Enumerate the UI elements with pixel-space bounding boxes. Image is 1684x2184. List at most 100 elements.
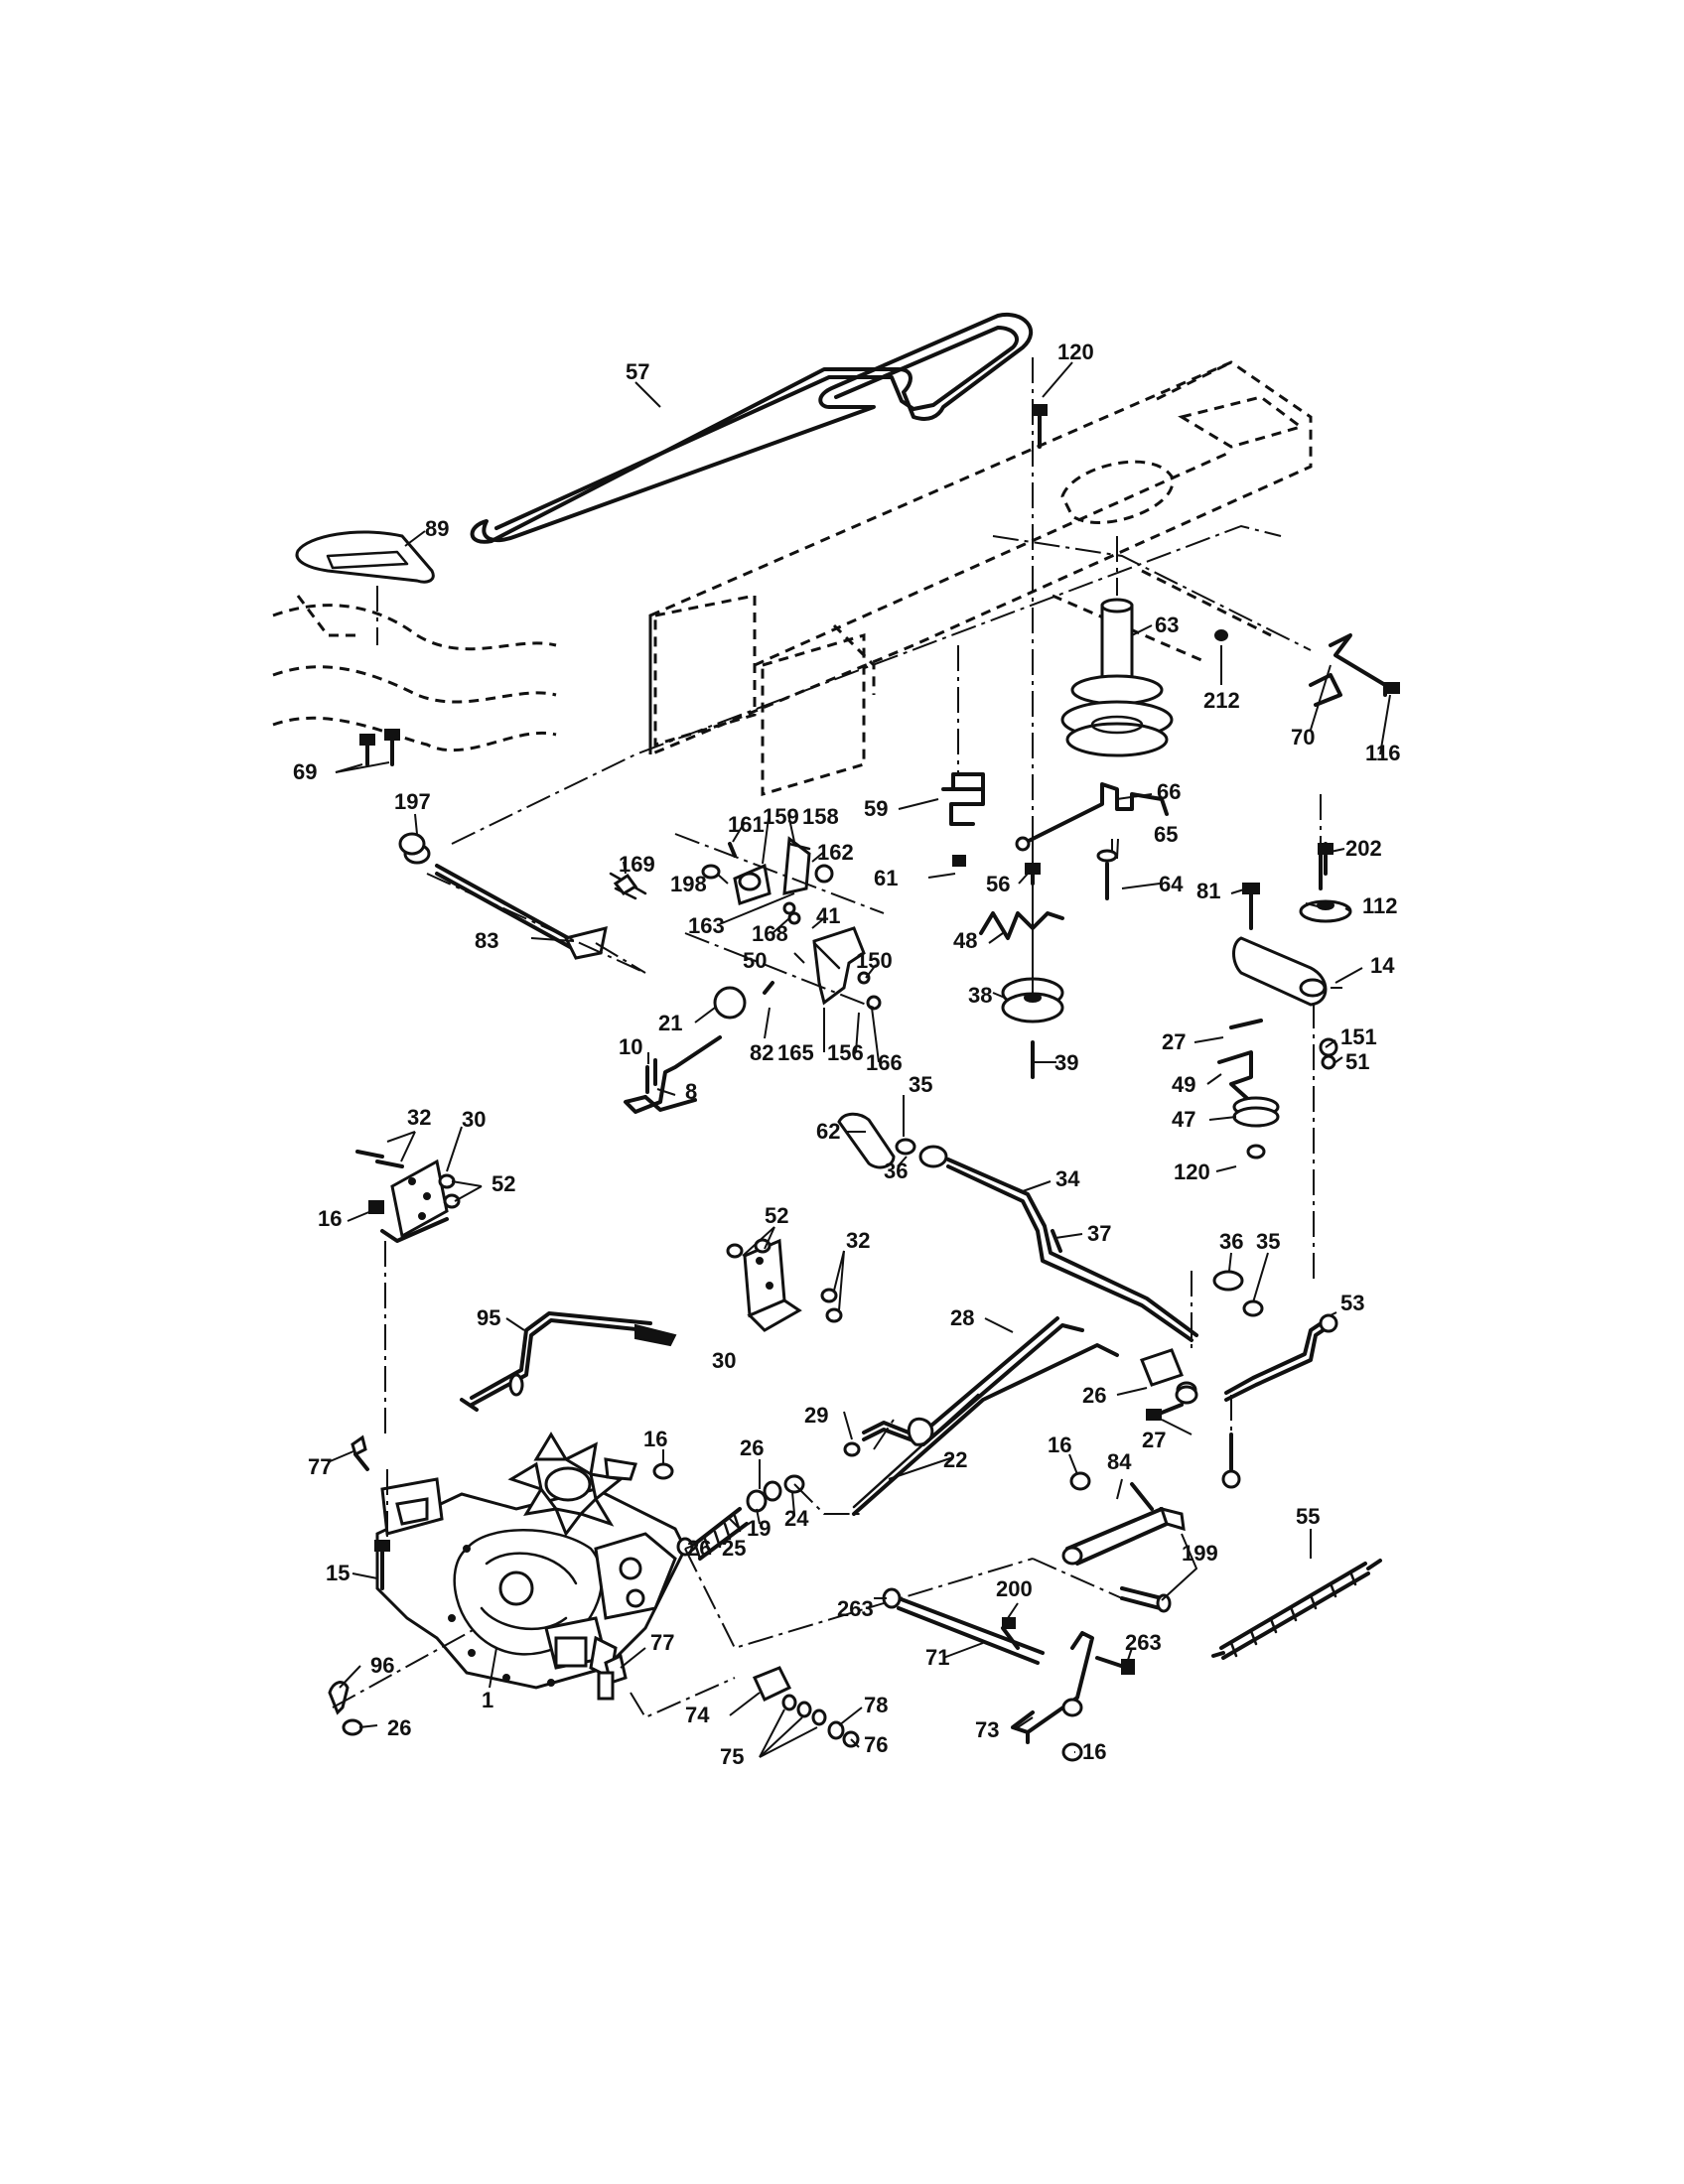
- callout-30-upper: 30: [462, 1107, 486, 1132]
- callout-36-upper: 36: [884, 1159, 908, 1183]
- callout-83: 41: [816, 903, 840, 928]
- callout-61: 61: [874, 866, 898, 890]
- callout-8: 8: [685, 1079, 697, 1104]
- callout-95: 95: [477, 1305, 500, 1330]
- callout-39: 39: [1054, 1050, 1078, 1075]
- callout-64: 64: [1159, 872, 1184, 896]
- callout-28: 28: [950, 1305, 974, 1330]
- callout-16-rod: 16: [1048, 1433, 1071, 1457]
- callout-35-upper: 35: [909, 1072, 932, 1097]
- callout-202: 202: [1345, 836, 1382, 861]
- bracket-plate-30-upper[interactable]: [355, 1150, 461, 1439]
- callout-166: 166: [866, 1050, 903, 1075]
- callout-38: 38: [968, 983, 992, 1008]
- callout-112: 163: [688, 913, 725, 938]
- callout-32-upper: 32: [407, 1105, 431, 1130]
- callout-263-left: 263: [837, 1596, 874, 1621]
- callout-30-lower: 30: [712, 1348, 736, 1373]
- shift-rod-95[interactable]: [460, 1311, 677, 1412]
- callout-200: 200: [996, 1576, 1033, 1601]
- callout-36-lower: 36: [1219, 1229, 1243, 1254]
- callout-22: 22: [943, 1447, 967, 1472]
- callout-35-lower: 35: [1256, 1229, 1280, 1254]
- idler-arm-66[interactable]: [1015, 782, 1169, 852]
- cross-shaft-34[interactable]: [837, 1112, 1264, 1399]
- callout-163: 50: [743, 948, 767, 973]
- callout-77-upper: 77: [308, 1454, 332, 1479]
- bracket-59[interactable]: [941, 772, 985, 826]
- callout-52-lower: 52: [765, 1203, 788, 1228]
- rod-22[interactable]: [852, 1343, 1119, 1516]
- spring-70[interactable]: [1309, 633, 1400, 707]
- transaxle-hardware[interactable]: [328, 1434, 674, 1736]
- callout-16-bracket: 16: [1082, 1739, 1106, 1764]
- shift-lever-8[interactable]: [624, 986, 747, 1114]
- callout-16-transaxle: 16: [643, 1427, 667, 1451]
- callout-57: 57: [626, 359, 649, 384]
- callout-120-lower: 120: [1174, 1160, 1210, 1184]
- callout-151: 151: [1340, 1024, 1377, 1049]
- callout-63: 63: [1155, 613, 1179, 637]
- idler-bracket-41[interactable]: [979, 911, 1064, 940]
- transaxle-1[interactable]: [375, 1432, 687, 1690]
- callout-75: 75: [720, 1744, 744, 1769]
- callout-25: 25: [722, 1536, 746, 1561]
- callout-84: 84: [1107, 1449, 1132, 1474]
- callout-21: 21: [658, 1011, 682, 1035]
- callout-10: 10: [619, 1034, 642, 1059]
- callout-77-lower: 77: [650, 1630, 674, 1655]
- extension-spring-55[interactable]: [1211, 1559, 1382, 1660]
- callout-73: 73: [975, 1717, 999, 1742]
- callout-156: 156: [827, 1040, 864, 1065]
- callout-1: 1: [482, 1688, 493, 1712]
- shift-rod-81[interactable]: [403, 843, 646, 974]
- callout-168: 150: [856, 948, 893, 973]
- callout-197: 197: [394, 789, 431, 814]
- callout-81: 83: [475, 928, 498, 953]
- pedal-pad-89[interactable]: [295, 530, 435, 645]
- callout-49: 49: [1172, 1072, 1195, 1097]
- leader-lines: [327, 361, 1391, 1758]
- drive-belt[interactable]: [470, 312, 1033, 544]
- callout-162: 162: [817, 840, 854, 865]
- bolt-27-lower[interactable]: [1146, 1385, 1241, 1489]
- callout-27-upper: 27: [1162, 1029, 1186, 1054]
- spring-25[interactable]: [676, 1474, 1034, 1650]
- callout-165: 165: [777, 1040, 814, 1065]
- bracket-plate-30-lower[interactable]: [726, 1238, 843, 1332]
- callout-120-top: 120: [1057, 340, 1094, 364]
- callout-199: 199: [1182, 1541, 1218, 1566]
- idler-arm-48[interactable]: [1217, 852, 1352, 1281]
- callout-169: 169: [619, 852, 655, 877]
- callout-198: 198: [670, 872, 707, 896]
- callout-48: 14: [1370, 953, 1395, 978]
- bracket-73[interactable]: [1011, 1631, 1135, 1762]
- callout-96: 96: [370, 1653, 394, 1678]
- callout-32-lower: 32: [846, 1228, 870, 1253]
- callout-70: 70: [1291, 725, 1315, 750]
- callout-15: 15: [326, 1561, 350, 1585]
- callout-161: 161: [728, 812, 765, 837]
- callout-56: 56: [986, 872, 1010, 896]
- tractor-frame-phantom: [272, 360, 1313, 797]
- callout-55: 55: [1296, 1504, 1320, 1529]
- brake-lever-71[interactable]: [882, 1587, 1045, 1665]
- callout-27-lower: 27: [1142, 1428, 1166, 1452]
- sleeve-74-group[interactable]: [630, 1666, 860, 1748]
- callout-52-upper: 52: [491, 1171, 515, 1196]
- callout-263-right: 263: [1125, 1630, 1162, 1655]
- frame-hardware[interactable]: [359, 404, 1333, 900]
- callout-66: 66: [1157, 779, 1181, 804]
- callout-74: 74: [685, 1703, 710, 1727]
- brake-rod-84[interactable]: [1061, 1471, 1198, 1613]
- rod-53[interactable]: [1224, 1313, 1338, 1459]
- callout-19: 19: [747, 1516, 771, 1541]
- callout-82: 82: [750, 1040, 773, 1065]
- callout-53: 53: [1340, 1291, 1364, 1315]
- spindle-pulley-63[interactable]: [1060, 536, 1174, 757]
- callout-212: 212: [1203, 688, 1240, 713]
- shift-bracket-assembly[interactable]: [609, 833, 885, 1011]
- callout-26-lower-left: 26: [387, 1715, 411, 1740]
- callout-labels: 57 120 89 63 212 70 116 69 59 66 65 197 …: [293, 340, 1401, 1769]
